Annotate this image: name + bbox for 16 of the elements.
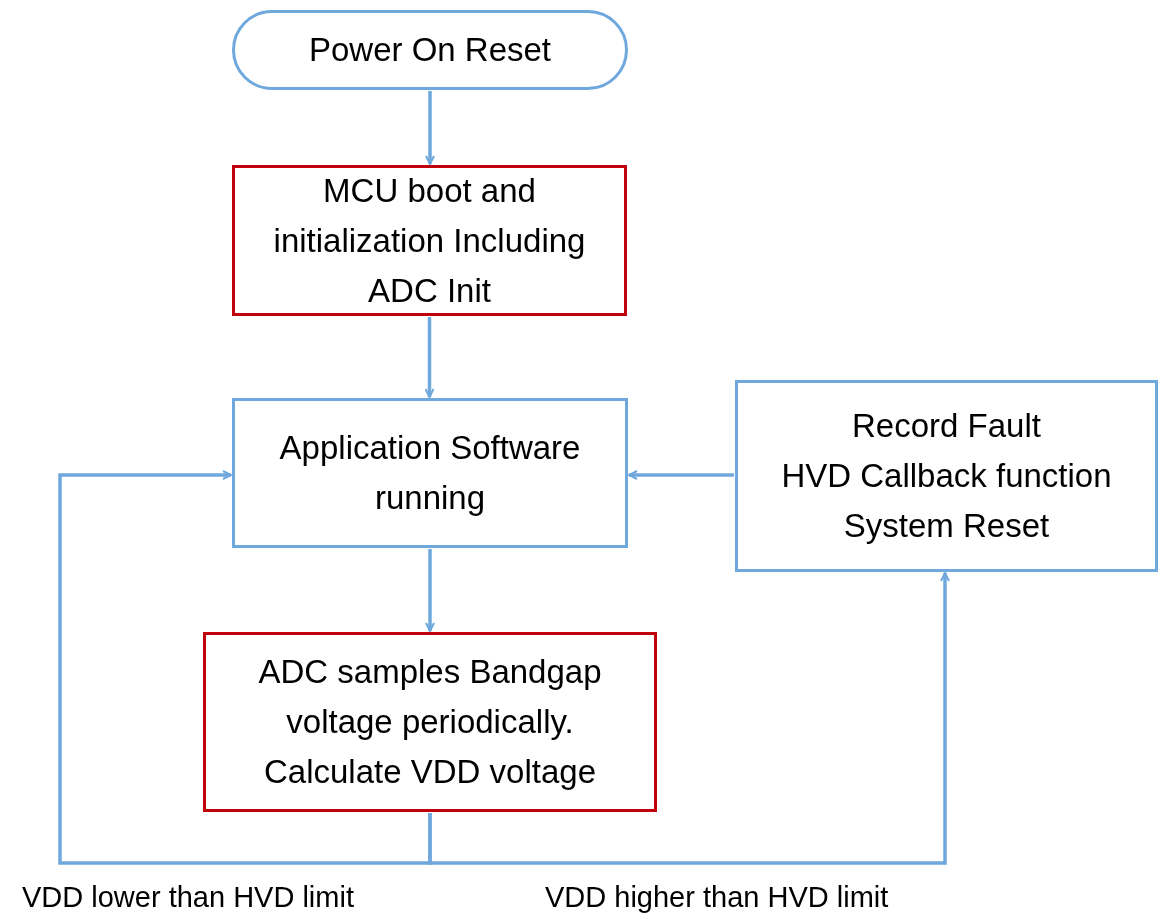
node-text: HVD Callback function xyxy=(781,456,1112,496)
process-box xyxy=(735,380,1158,572)
process-box xyxy=(232,165,627,316)
node-text: Application Software running xyxy=(278,428,582,518)
arrow xyxy=(428,572,950,865)
node-text: ADC samples Bandgap voltage periodically. Calculate VDD voltage xyxy=(257,652,603,792)
process-box xyxy=(232,398,628,548)
process-box xyxy=(203,632,657,812)
arrow xyxy=(425,549,435,632)
arrow xyxy=(425,91,435,165)
node-text: System Reset xyxy=(843,506,1050,546)
node-text: Record Fault xyxy=(852,406,1041,446)
node-text: Power On Reset xyxy=(308,30,552,70)
node-text: MCU boot and initialization Including ADC Init xyxy=(272,170,587,311)
arrow xyxy=(628,470,734,480)
arrow xyxy=(424,317,435,398)
